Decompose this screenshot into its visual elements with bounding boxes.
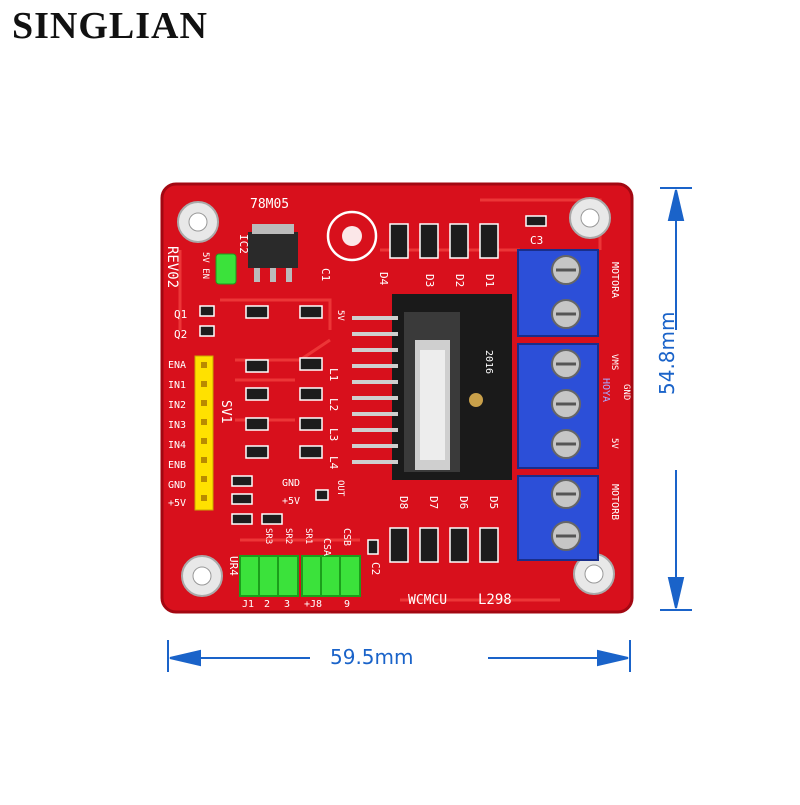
csb-label: CSB [341,528,352,546]
out-label: OUT [335,480,345,497]
led-l3: L3 [327,428,340,441]
voltage-regulator [248,224,298,282]
gnd-label: GND [282,478,300,489]
csa-label: CSA [321,538,332,556]
cap-c2-label: C2 [369,562,382,575]
led-l2: L2 [327,398,340,411]
mounting-holes [177,197,615,597]
diodes-top [389,223,499,259]
pin-header-yellow [194,355,214,511]
header-pin-5v: +5V [168,498,186,509]
q1-label: Q1 [174,308,187,321]
header-pin-in2: IN2 [168,400,186,411]
q2-label: Q2 [174,328,187,341]
height-dimension-label: 54.8mm [655,311,679,396]
sr1-label: SR1 [303,528,313,544]
header-pin-gnd: GND [168,480,186,491]
jumper-j1: J1 [242,599,254,610]
sr2-label: SR2 [283,528,293,544]
diode-d4: D4 [377,272,390,286]
header-pin-in1: IN1 [168,380,186,391]
board-id: REV02 [164,246,180,288]
diode-d3: D3 [423,274,436,287]
hoya-label: HOYA [600,378,611,402]
motora-label: MOTORA [609,262,620,298]
ur4-label: UR4 [227,556,240,576]
header-pin-ena: ENA [168,360,186,371]
diode-d6: D6 [457,496,470,509]
width-dimension-label: 59.5mm [330,645,414,669]
power-vms-label: VMS [609,354,619,370]
terminal-block-motorb [517,475,599,561]
regulator-ref: IC2 [237,234,250,254]
capacitor-c1 [326,210,378,262]
diode-d7: D7 [427,496,440,509]
header-pin-in4: IN4 [168,440,186,451]
jumper-9: 9 [344,599,350,610]
jumper-2: 2 [264,599,270,610]
regulator-label: 78M05 [250,197,289,212]
jumper-3: 3 [284,599,290,610]
cap-c1-label: C1 [319,268,332,281]
jumper-j8: +J8 [304,599,322,610]
motorb-label: MOTORB [609,484,620,520]
header-pin-enb: ENB [168,460,186,471]
plus5v-label: +5V [282,496,300,507]
en-jumper [215,253,237,285]
sv1-label: SV1 [218,400,233,423]
cap-c3-label: C3 [530,234,543,247]
en-label: 5V EN [200,252,210,279]
power-5v-label: 5V [609,438,619,449]
diode-d1: D1 [483,274,496,287]
brand-logo: SINGLIAN [12,5,208,47]
five-v-label: 5V [335,310,345,321]
l298-driver-chip [352,294,512,480]
terminal-block-power [517,343,599,469]
diode-d2: D2 [453,274,466,287]
power-gnd-label: GND [621,384,631,400]
chip-label: L298 [478,592,512,608]
terminal-block-motora [517,249,599,337]
diode-d5: D5 [487,496,500,509]
sr3-label: SR3 [263,528,273,544]
diodes-bottom [389,527,499,563]
led-l1: L1 [327,368,340,381]
green-jumpers [239,555,361,597]
date-code: 2016 [483,350,494,374]
vendor-label: WCMCU [408,593,447,608]
header-pin-in3: IN3 [168,420,186,431]
led-l4: L4 [327,456,340,470]
dimension-lines [167,187,692,672]
smd-resistors [199,215,547,555]
diode-d8: D8 [397,496,410,509]
